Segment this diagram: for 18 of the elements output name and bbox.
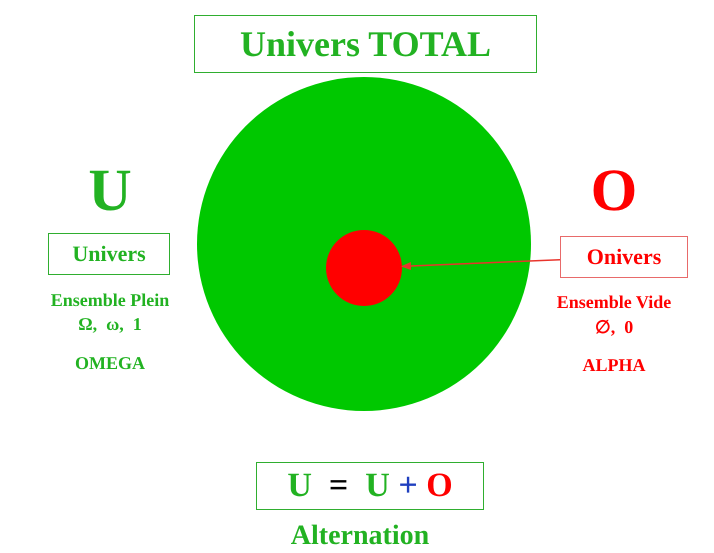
symbol-text: ∅, 0 (594, 316, 634, 338)
description-text: Ensemble Vide (556, 292, 672, 313)
label-box (560, 236, 688, 278)
arrow (400, 258, 560, 270)
box-label: Onivers (586, 244, 662, 270)
name-text: ALPHA (582, 355, 646, 376)
label-box (48, 233, 170, 275)
box-label: Univers TOTAL (240, 23, 492, 65)
equation-box (256, 462, 484, 510)
letter-symbol: O (590, 160, 638, 220)
title-box (194, 15, 537, 73)
description-text: Ensemble Plein (50, 290, 170, 311)
letter-symbol: U (88, 160, 132, 220)
symbol-text: Ω, ω, 1 (78, 314, 142, 335)
box-label: Univers (72, 241, 146, 267)
name-text: OMEGA (75, 353, 145, 374)
equation: U = U + O (287, 467, 453, 505)
caption-text: Alternation (290, 520, 430, 552)
